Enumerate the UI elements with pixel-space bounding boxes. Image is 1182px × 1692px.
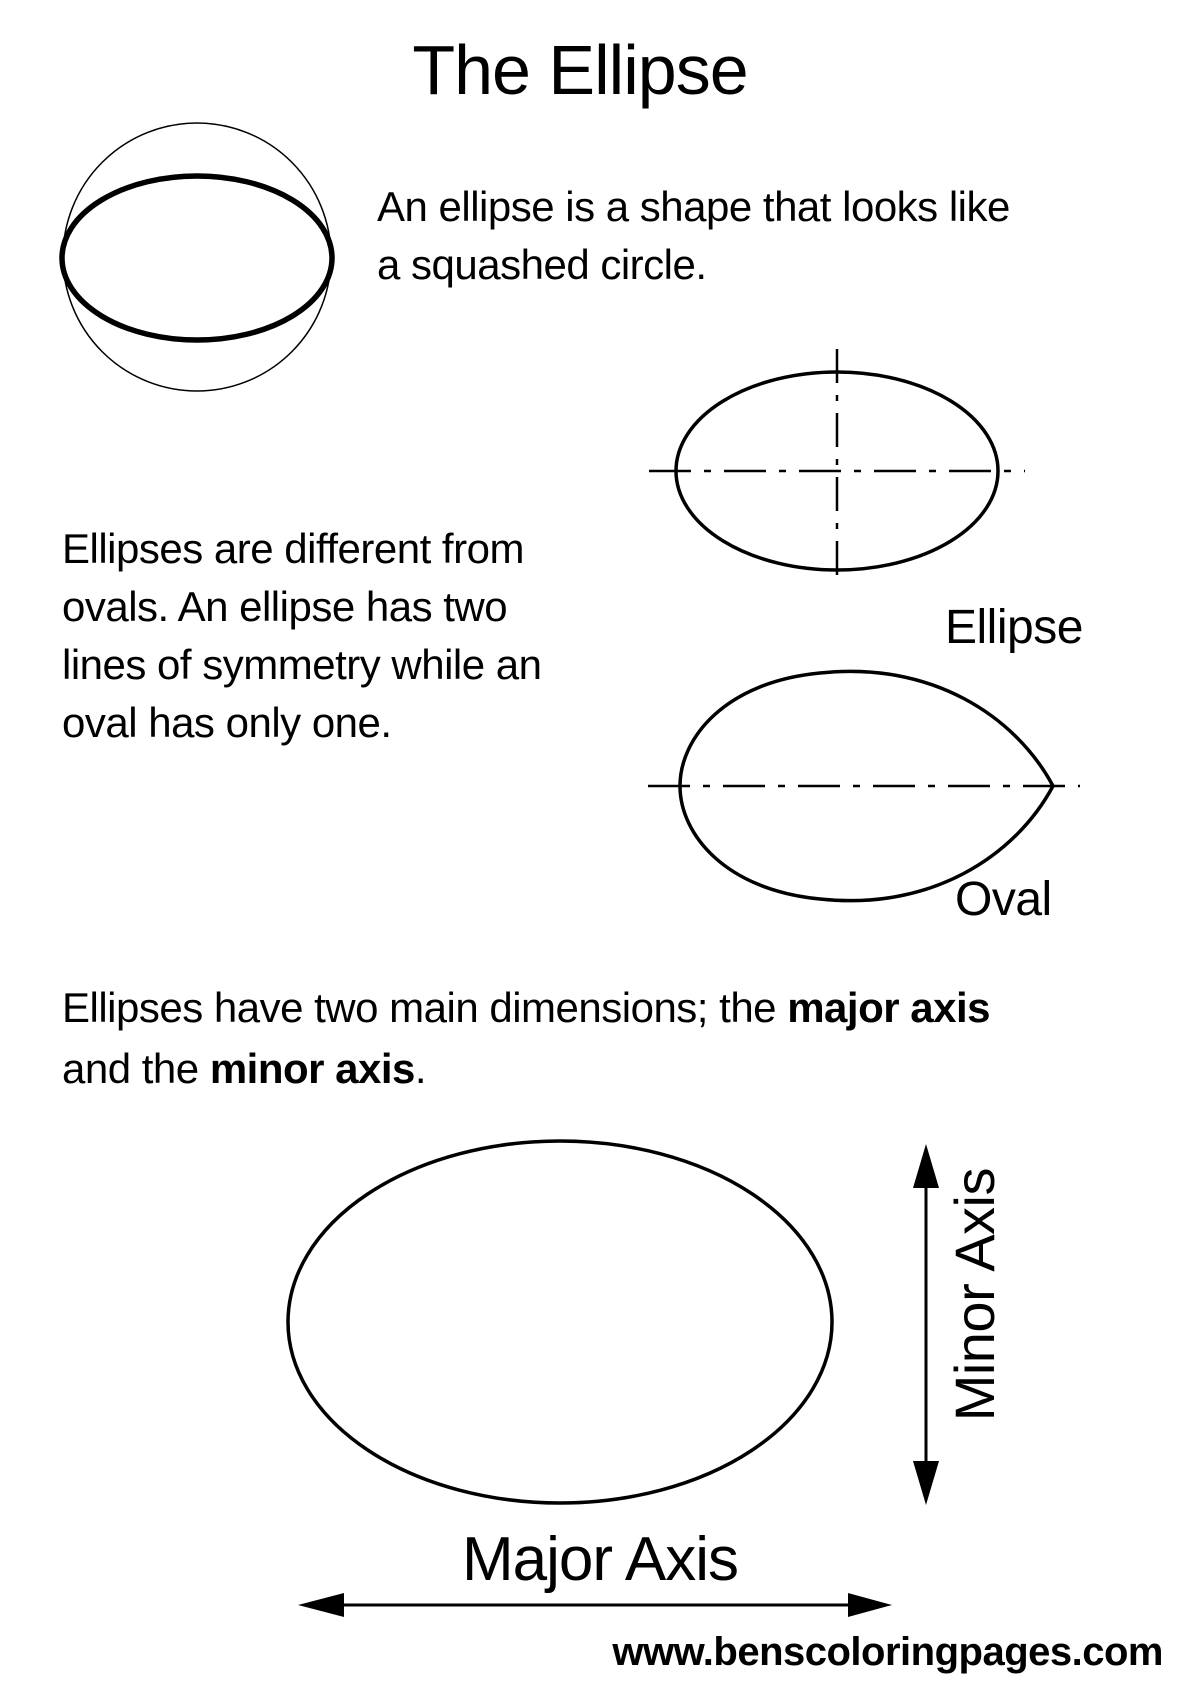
intro-paragraph: An ellipse is a shape that looks like a … [377, 178, 1010, 294]
oval-outline [678, 669, 1055, 903]
dimensions-paragraph: Ellipses have two main dimensions; the m… [62, 978, 990, 1100]
dimensions-line-2-end: . [414, 1044, 427, 1092]
major-axis-term: major axis [787, 984, 990, 1031]
comparison-line-2: ovals. An ellipse has two [62, 582, 508, 630]
squashed-ellipse-outline [59, 173, 335, 343]
major-axis-label: Major Axis [462, 1525, 739, 1594]
major-axis-arrow [298, 1593, 892, 1617]
minor-axis-label: Minor Axis [943, 1168, 1006, 1422]
ellipse-symmetry-diagram [649, 349, 1025, 586]
dimensions-line-1-normal: Ellipses have two main dimensions; the [62, 984, 788, 1031]
dimensions-line-2-normal: and the [62, 1044, 210, 1092]
circle-vs-ellipse-diagram [59, 122, 335, 392]
ellipse-outline [674, 370, 1000, 572]
page-title: The Ellipse [412, 31, 748, 109]
comparison-line-1: Ellipses are different from [62, 525, 524, 572]
intro-line-2: a squashed circle. [377, 240, 707, 288]
minor-axis-arrow [913, 1144, 939, 1505]
comparison-line-4: oval has only one. [62, 698, 392, 746]
ellipse-label: Ellipse [945, 601, 1083, 654]
oval-label: Oval [955, 873, 1052, 926]
intro-line-1: An ellipse is a shape that looks like [377, 183, 1010, 230]
comparison-paragraph: Ellipses are different from ovals. An el… [62, 520, 542, 752]
oval-symmetry-diagram [648, 669, 1080, 903]
minor-axis-term: minor axis [209, 1044, 416, 1092]
large-ellipse-outline [286, 1139, 834, 1505]
footer-url: www.benscoloringpages.com [612, 1630, 1163, 1674]
axes-diagram [286, 1139, 939, 1617]
circle-outline [62, 122, 332, 392]
comparison-line-3: lines of symmetry while an [62, 640, 542, 688]
